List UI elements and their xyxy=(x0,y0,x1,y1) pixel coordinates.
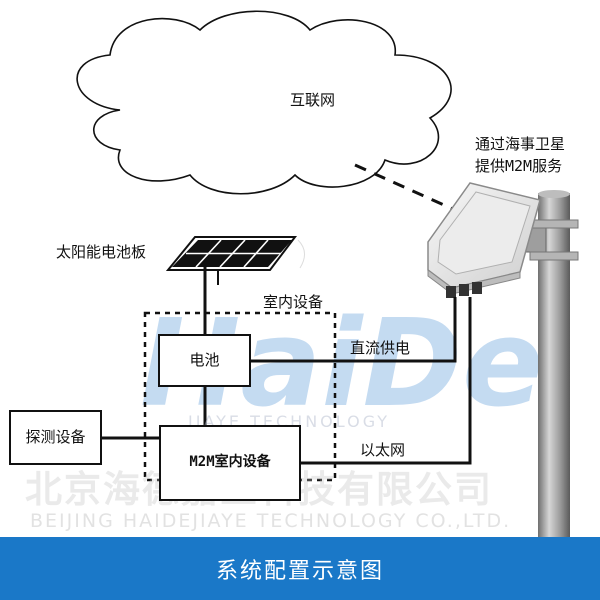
ethernet-label: 以太网 xyxy=(360,441,406,459)
satellite-label-line1: 通过海事卫星 xyxy=(475,135,566,153)
satellite-terminal xyxy=(427,182,541,298)
solar-panel-label: 太阳能电池板 xyxy=(56,243,147,261)
wire-dc-power xyxy=(250,297,457,363)
detector-box: 探测设备 xyxy=(9,410,102,465)
wiring xyxy=(100,265,472,465)
solar-rays xyxy=(297,239,305,269)
solar-panel xyxy=(165,236,298,285)
m2m-device-label: M2M室内设备 xyxy=(189,454,271,471)
footer-bar: 系统配置示意图 xyxy=(0,537,600,600)
cloud-label: 互联网 xyxy=(290,91,336,109)
satellite-label-line2: 提供M2M服务 xyxy=(475,157,563,175)
wire-ethernet xyxy=(300,297,472,465)
detector-label: 探测设备 xyxy=(25,428,86,447)
dc-power-label: 直流供电 xyxy=(350,339,411,357)
pole-top xyxy=(538,190,570,198)
footer-title: 系统配置示意图 xyxy=(215,558,384,584)
battery-box: 电池 xyxy=(158,334,251,387)
m2m-device-box: M2M室内设备 xyxy=(159,425,301,501)
indoor-group-label: 室内设备 xyxy=(263,293,324,311)
internet-cloud xyxy=(76,10,452,195)
watermark-company-en: BEIJING HAIDEJIAYE TECHNOLOGY CO.,LTD. xyxy=(30,510,512,532)
satellite-link-dashed xyxy=(354,163,456,212)
battery-label: 电池 xyxy=(189,351,220,370)
